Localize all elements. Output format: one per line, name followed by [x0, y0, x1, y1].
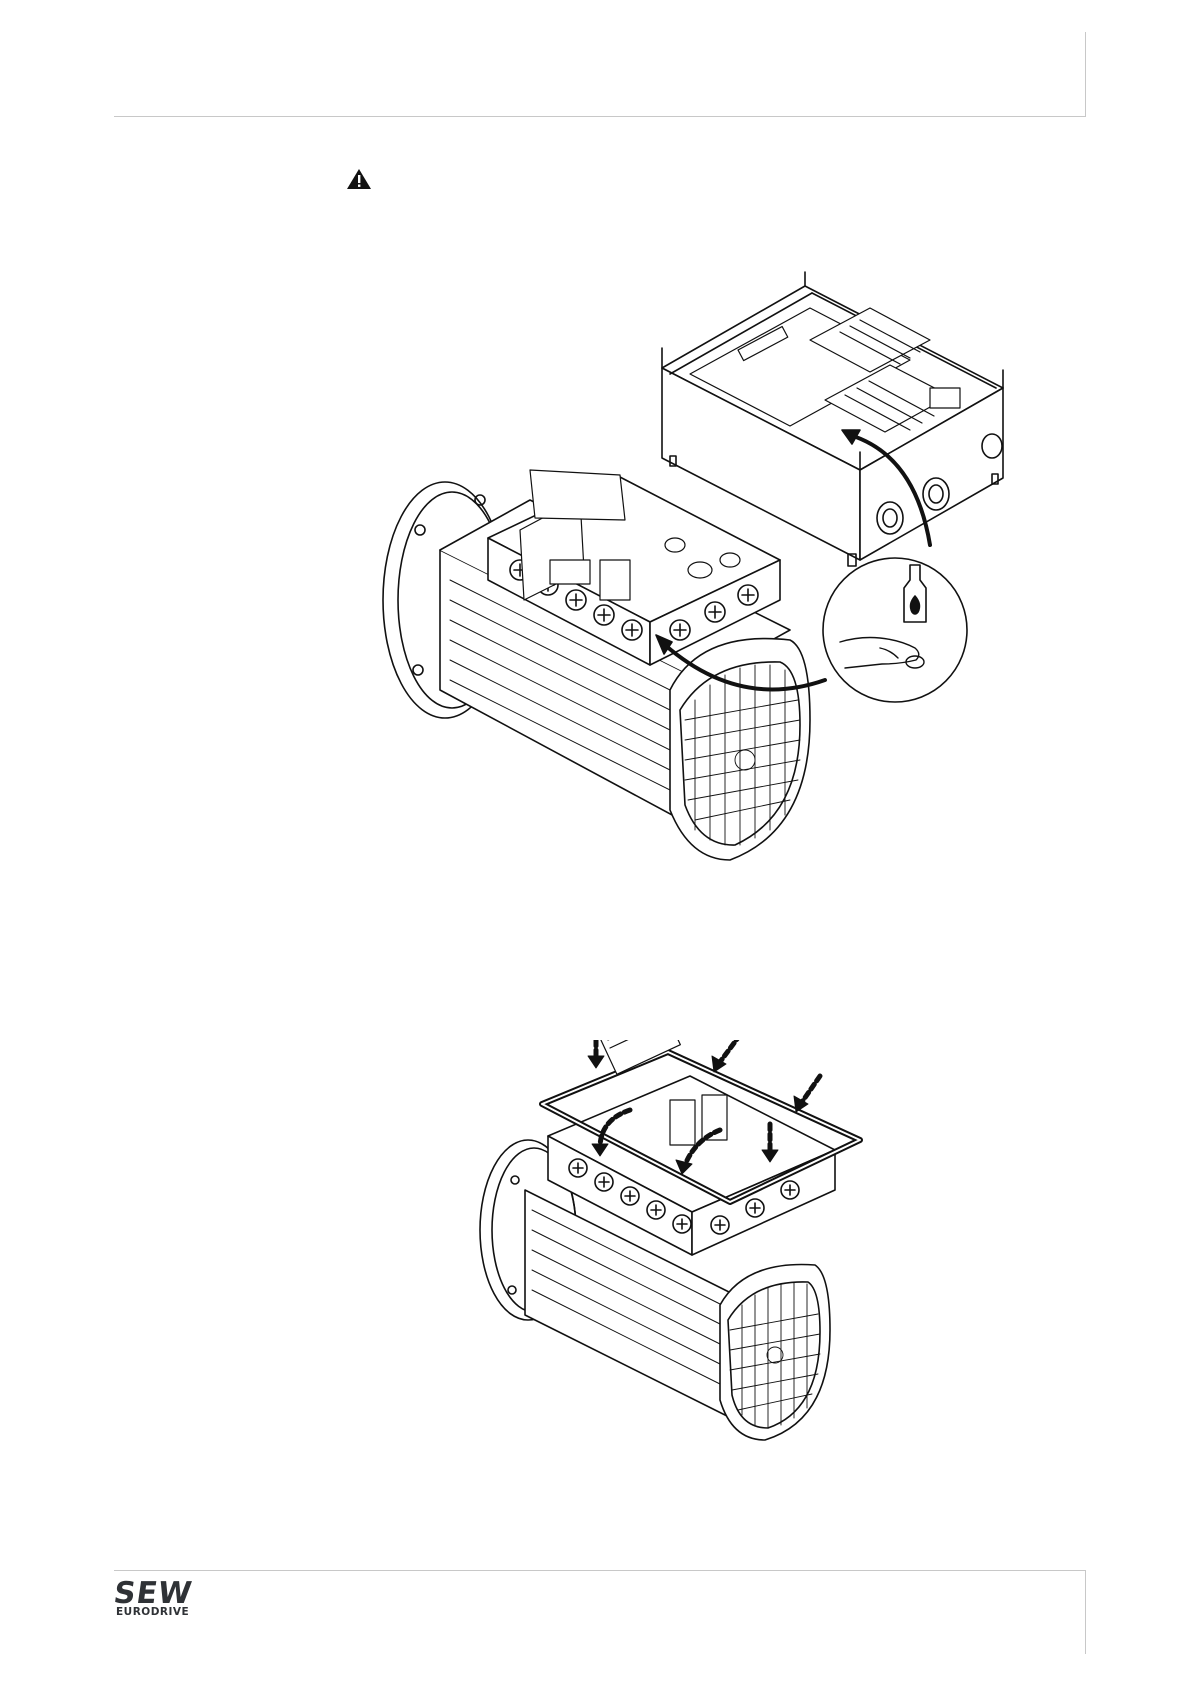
- figure-2-illustration: [470, 1040, 1030, 1550]
- header-rule: [114, 116, 1086, 117]
- warning-triangle-icon: [346, 168, 372, 190]
- figure-1-illustration: [370, 270, 1060, 950]
- cleaning-agent-icon: [823, 558, 967, 702]
- header-vertical-rule: [1085, 32, 1086, 116]
- inverter-box-icon: [662, 272, 1003, 566]
- sew-eurodrive-logo: SEW EURODRIVE: [114, 1580, 204, 1622]
- logo-subtext: EURODRIVE: [116, 1606, 189, 1618]
- motor-icon: [383, 470, 810, 860]
- footer-vertical-rule: [1085, 1570, 1086, 1654]
- motor-icon: [480, 1076, 835, 1440]
- footer-rule: [114, 1570, 1086, 1571]
